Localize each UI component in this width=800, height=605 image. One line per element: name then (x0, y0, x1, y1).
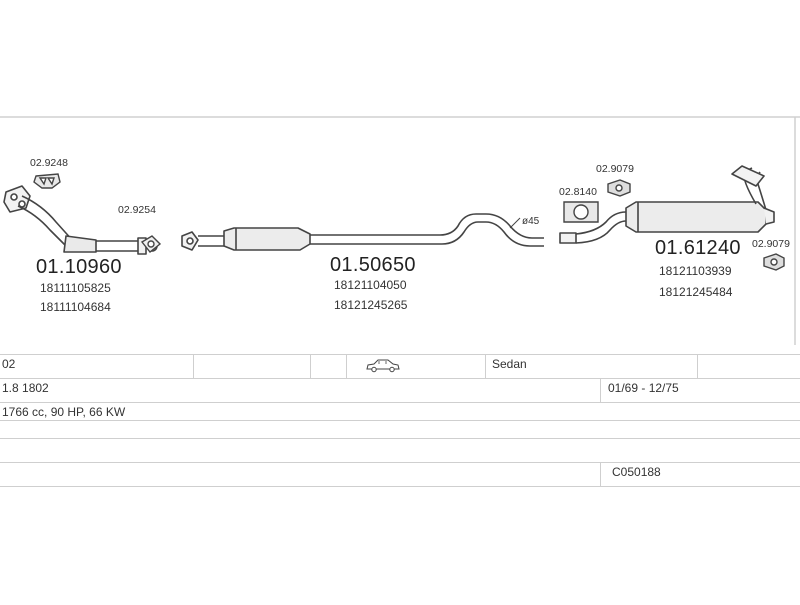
part-number: 01.10960 (36, 256, 122, 278)
catalog-code: C050188 (612, 465, 661, 479)
pipe-diameter-label: ø45 (522, 216, 540, 227)
rear-silencer-drawing (559, 165, 775, 244)
oem-number: 18111104684 (40, 300, 111, 314)
oem-number: 18121245265 (334, 298, 408, 312)
table-column-divider (600, 378, 601, 402)
oem-number: 18121104050 (334, 278, 407, 292)
table-divider (0, 378, 800, 379)
diameter-marker (509, 217, 521, 229)
engine-model: 1.8 1802 (2, 381, 49, 395)
table-divider (0, 402, 800, 403)
sedan-car-icon (366, 359, 400, 378)
table-divider (0, 420, 800, 421)
oem-number: 18121103939 (659, 264, 732, 278)
table-column-divider (346, 354, 347, 378)
part-number: 01.61240 (655, 237, 741, 259)
engine-specs: 1766 cc, 90 HP, 66 KW (2, 405, 126, 419)
clamp-drawing-9248 (33, 173, 61, 189)
clamp-drawing-8140 (563, 201, 599, 223)
accessory-label: 02.9248 (30, 157, 68, 169)
oem-number: 18121245484 (659, 285, 733, 299)
hanger-drawing-9079-right (763, 253, 785, 271)
table-column-divider (485, 354, 486, 378)
table-divider (0, 438, 800, 439)
accessory-label: 02.9079 (596, 163, 634, 175)
accessory-label: 02.8140 (559, 186, 597, 198)
flange-drawing-9254 (140, 235, 162, 253)
table-column-divider (697, 354, 698, 378)
table-divider (0, 462, 800, 463)
oem-number: 18111105825 (40, 281, 111, 295)
production-years: 01/69 - 12/75 (608, 381, 679, 395)
table-column-divider (600, 462, 601, 486)
model-code: 02 (2, 357, 16, 371)
table-divider (0, 354, 800, 355)
front-pipe-drawing (3, 185, 158, 255)
table-column-divider (310, 354, 311, 378)
hanger-drawing-9079-top (607, 179, 631, 197)
body-type: Sedan (492, 357, 527, 371)
table-divider (0, 486, 800, 487)
part-number: 01.50650 (330, 254, 416, 276)
accessory-label: 02.9254 (118, 204, 156, 216)
table-column-divider (193, 354, 194, 378)
middle-section-drawing (181, 213, 544, 251)
accessory-label: 02.9079 (752, 238, 790, 250)
